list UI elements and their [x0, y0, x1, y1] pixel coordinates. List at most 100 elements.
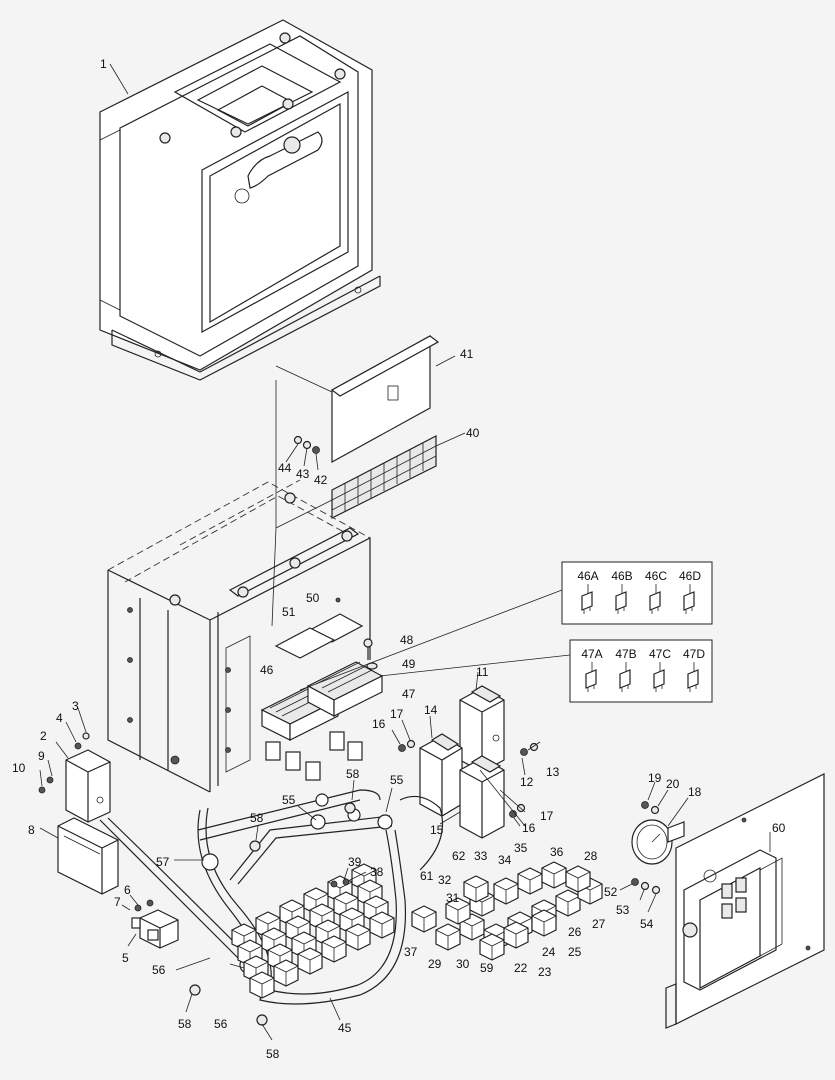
wire-harness-part-45 — [99, 789, 444, 1005]
mini-relay-edge — [503, 927, 529, 948]
callout-32: 32 — [438, 873, 452, 887]
mini-relay-edge — [541, 867, 567, 888]
callout-58b: 58 — [266, 1047, 280, 1061]
callout-6: 6 — [124, 883, 131, 897]
callout-50: 50 — [306, 591, 320, 605]
callout-8: 8 — [28, 823, 35, 837]
relay-unit-part-15 — [459, 755, 505, 839]
mini-relay-edge — [411, 911, 437, 932]
callout-36: 36 — [550, 845, 564, 859]
callout-55b: 55 — [390, 773, 404, 787]
mini-relay-edge — [517, 873, 543, 894]
screws-19-20-52-53-54 — [631, 801, 661, 895]
callout-12: 12 — [520, 775, 534, 789]
callout-11: 11 — [476, 665, 489, 679]
callout-labels: 1 41 40 44 43 42 50 51 48 49 46 47 11 14… — [12, 57, 786, 1061]
callout-29: 29 — [428, 957, 442, 971]
screw-washer-48-49 — [363, 638, 378, 670]
callout-49: 49 — [402, 657, 416, 671]
relay-bank-left — [231, 863, 395, 999]
callout-10: 10 — [12, 761, 26, 775]
callout-43: 43 — [296, 467, 310, 481]
blade-fuse-icon — [585, 669, 597, 689]
fuse-label-46d: 46D — [679, 569, 701, 583]
small-screws-left — [38, 732, 154, 912]
callout-13: 13 — [546, 765, 560, 779]
callout-14: 14 — [424, 703, 438, 717]
mini-relay-edge — [435, 929, 461, 950]
callout-27: 27 — [592, 917, 606, 931]
callout-19: 19 — [648, 771, 662, 785]
callout-1: 1 — [100, 57, 107, 71]
callout-24: 24 — [542, 945, 556, 959]
callout-51: 51 — [282, 605, 296, 619]
module-part-8 — [57, 817, 119, 895]
switch-part-5 — [131, 909, 179, 949]
relay-socket-edge — [345, 929, 371, 950]
mini-relay-edge — [531, 915, 557, 936]
callout-40: 40 — [466, 426, 480, 440]
callout-7: 7 — [114, 895, 121, 909]
fuse-label-46a: 46A — [577, 569, 598, 583]
callout-28: 28 — [584, 849, 598, 863]
callout-20: 20 — [666, 777, 680, 791]
callout-59: 59 — [480, 961, 494, 975]
callout-16b: 16 — [522, 821, 536, 835]
callout-25: 25 — [568, 945, 582, 959]
fuse-label-47c: 47C — [649, 647, 671, 661]
fuse-label-47d: 47D — [683, 647, 705, 661]
mini-relay-edge — [463, 881, 489, 902]
callout-57: 57 — [156, 855, 170, 869]
fasteners-42-43-44 — [293, 435, 320, 454]
callout-45: 45 — [338, 1021, 352, 1035]
fuse-pins — [655, 685, 663, 692]
fuse-pins — [587, 685, 595, 692]
callout-39: 39 — [348, 855, 362, 869]
relay-socket-edge — [249, 977, 275, 998]
callout-62: 62 — [452, 849, 466, 863]
callout-56b: 56 — [214, 1017, 228, 1031]
mini-relay-edge — [555, 895, 581, 916]
relay-socket-edge — [369, 917, 395, 938]
callout-41: 41 — [460, 347, 474, 361]
callout-54: 54 — [640, 917, 654, 931]
mini-relay-edge — [459, 919, 485, 940]
mini-relay-edge — [493, 883, 519, 904]
callout-61: 61 — [420, 869, 434, 883]
callout-58a: 58 — [178, 1017, 192, 1031]
callout-52: 52 — [604, 885, 618, 899]
blade-fuse-icon — [615, 591, 627, 611]
blade-fuse-icon — [687, 669, 699, 689]
relay-socket-edge — [297, 953, 323, 974]
callout-4: 4 — [56, 711, 63, 725]
labels-50-51 — [274, 613, 364, 659]
misc-fasteners — [189, 802, 356, 1026]
fuse-block-connectors — [265, 731, 363, 781]
callout-60: 60 — [772, 821, 786, 835]
blade-fuse-icon — [581, 591, 593, 611]
mini-relay-edge — [445, 903, 471, 924]
relay-unit-part-14 — [419, 733, 463, 817]
callout-34: 34 — [498, 853, 512, 867]
callout-38: 38 — [370, 865, 384, 879]
callout-53: 53 — [616, 903, 630, 917]
callout-26: 26 — [568, 925, 582, 939]
callout-15: 15 — [430, 823, 444, 837]
callout-35: 35 — [514, 841, 528, 855]
callout-31: 31 — [446, 891, 460, 905]
fuse-pins — [651, 607, 659, 614]
vent-grille-part-40 — [331, 435, 437, 519]
fuse-pins — [583, 607, 591, 614]
blade-fuse-icon — [649, 591, 661, 611]
callout-17b: 17 — [540, 809, 554, 823]
callout-44: 44 — [278, 461, 292, 475]
callout-22: 22 — [514, 961, 528, 975]
callout-42: 42 — [314, 473, 328, 487]
callout-47: 47 — [402, 687, 416, 701]
callout-5: 5 — [122, 951, 129, 965]
callout-37: 37 — [404, 945, 418, 959]
controller-cover-part-41 — [330, 334, 440, 464]
relay-socket-edge — [321, 941, 347, 962]
